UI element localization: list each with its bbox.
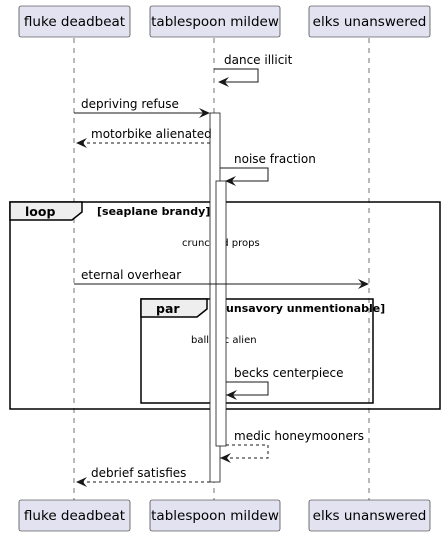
participant-label: fluke deadbeat (24, 14, 125, 30)
message-noise-fraction: noise fraction (220, 152, 316, 186)
message-depriving-refuse: depriving refuse (74, 97, 210, 118)
message-label: noise fraction (234, 152, 316, 166)
loop-keyword: loop (25, 204, 55, 219)
message-label: eternal overhear (81, 268, 181, 282)
message-eternal-overhear: eternal overhear (74, 268, 369, 289)
par-keyword: par (156, 301, 180, 316)
message-motorbike-alienated: motorbike alienated (76, 127, 212, 148)
participant-fluke-deadbeat-bottom: fluke deadbeat (18, 499, 131, 532)
participant-elks-unanswered-bottom: elks unanswered (308, 499, 431, 532)
message-label: motorbike alienated (91, 127, 212, 141)
participant-label: fluke deadbeat (24, 508, 125, 524)
participant-tablespoon-mildew-top: tablespoon mildew (149, 5, 281, 38)
par-fragment: par [unsavory unmentionable] (140, 298, 385, 404)
participant-tablespoon-mildew-bottom: tablespoon mildew (149, 499, 281, 532)
message-label: debrief satisfies (91, 466, 186, 480)
activation-bar-inner (215, 180, 227, 447)
participant-fluke-deadbeat-top: fluke deadbeat (18, 5, 131, 38)
participant-label: tablespoon mildew (151, 508, 279, 524)
message-dance-illicit: dance illicit (214, 53, 293, 87)
message-label: medic honeymooners (234, 429, 364, 443)
participant-label: elks unanswered (313, 14, 427, 30)
message-label: depriving refuse (81, 97, 179, 111)
message-debrief-satisfies: debrief satisfies (76, 466, 210, 487)
message-medic-honeymooners: medic honeymooners (220, 429, 364, 463)
message-label: becks centerpiece (234, 366, 344, 380)
loop-condition: [seaplane brandy] (97, 205, 210, 218)
participant-label: elks unanswered (313, 508, 427, 524)
message-label: dance illicit (224, 53, 293, 67)
participant-elks-unanswered-top: elks unanswered (308, 5, 431, 38)
participant-label: tablespoon mildew (151, 14, 279, 30)
par-condition: [unsavory unmentionable] (221, 302, 385, 315)
divider-crunched-props-cover (180, 236, 262, 248)
message-becks-centerpiece: becks centerpiece (226, 366, 344, 400)
